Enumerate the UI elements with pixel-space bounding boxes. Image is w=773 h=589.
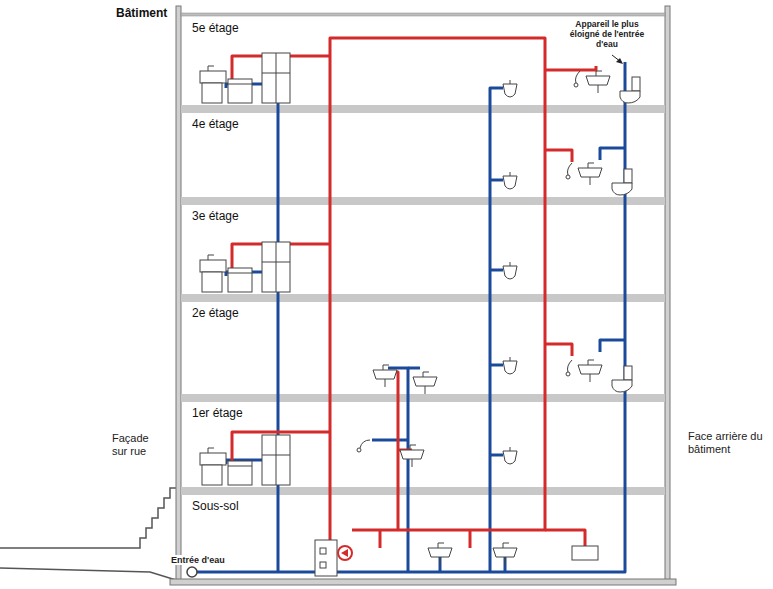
floor-name: 2e étage: [190, 306, 241, 320]
floor-name: 3e étage: [190, 209, 241, 223]
building-outline: Bâtiment5e étage4e étage3e étage2e étage…: [178, 12, 668, 582]
floor-band: 4e étage: [182, 113, 664, 197]
building-heading: Bâtiment: [116, 6, 167, 20]
floor-name: 1er étage: [190, 406, 245, 420]
side-label: Face arrière du bâtiment: [688, 430, 768, 455]
floor-name: 4e étage: [190, 117, 241, 131]
floor-name: 5e étage: [190, 21, 241, 35]
callout-label: Appareil le plus éloigné de l'entrée d'e…: [562, 20, 652, 49]
floor-name: Sous-sol: [190, 499, 241, 513]
side-label: Façade sur rue: [112, 432, 166, 457]
floor-band: Sous-sol: [182, 495, 664, 578]
floor-band: 3e étage: [182, 205, 664, 294]
floor-band: 2e étage: [182, 302, 664, 394]
inlet-label: Entrée d'eau: [170, 555, 226, 565]
floor-band: 1er étage: [182, 402, 664, 487]
